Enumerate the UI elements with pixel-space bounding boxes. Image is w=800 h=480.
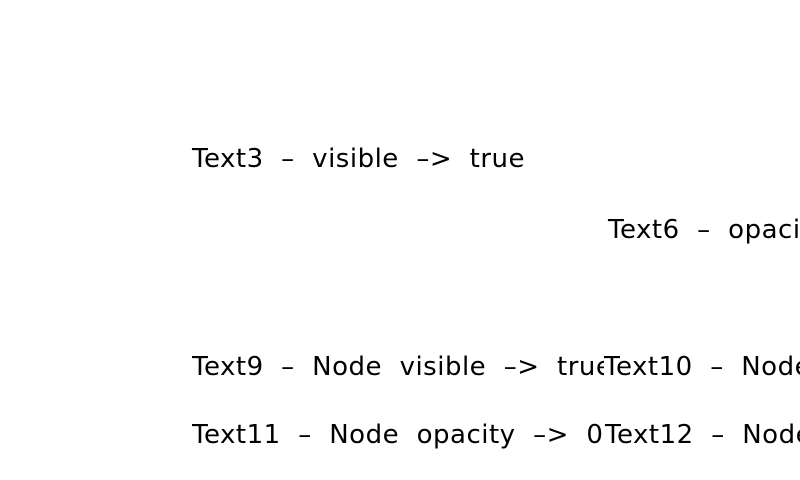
text-label-text3[interactable]: Text3 – visible –> true <box>192 144 525 174</box>
text-label-text11[interactable]: Text11 – Node opacity –> 0 <box>192 420 604 450</box>
text-label-text12[interactable]: Text12 – Node <box>605 419 800 451</box>
text-label-text9[interactable]: Text9 – Node visible –> true <box>192 352 604 382</box>
text-label-text10[interactable]: Text10 – Node <box>604 351 800 383</box>
text-label-text6[interactable]: Text6 – opacity <box>608 215 800 245</box>
